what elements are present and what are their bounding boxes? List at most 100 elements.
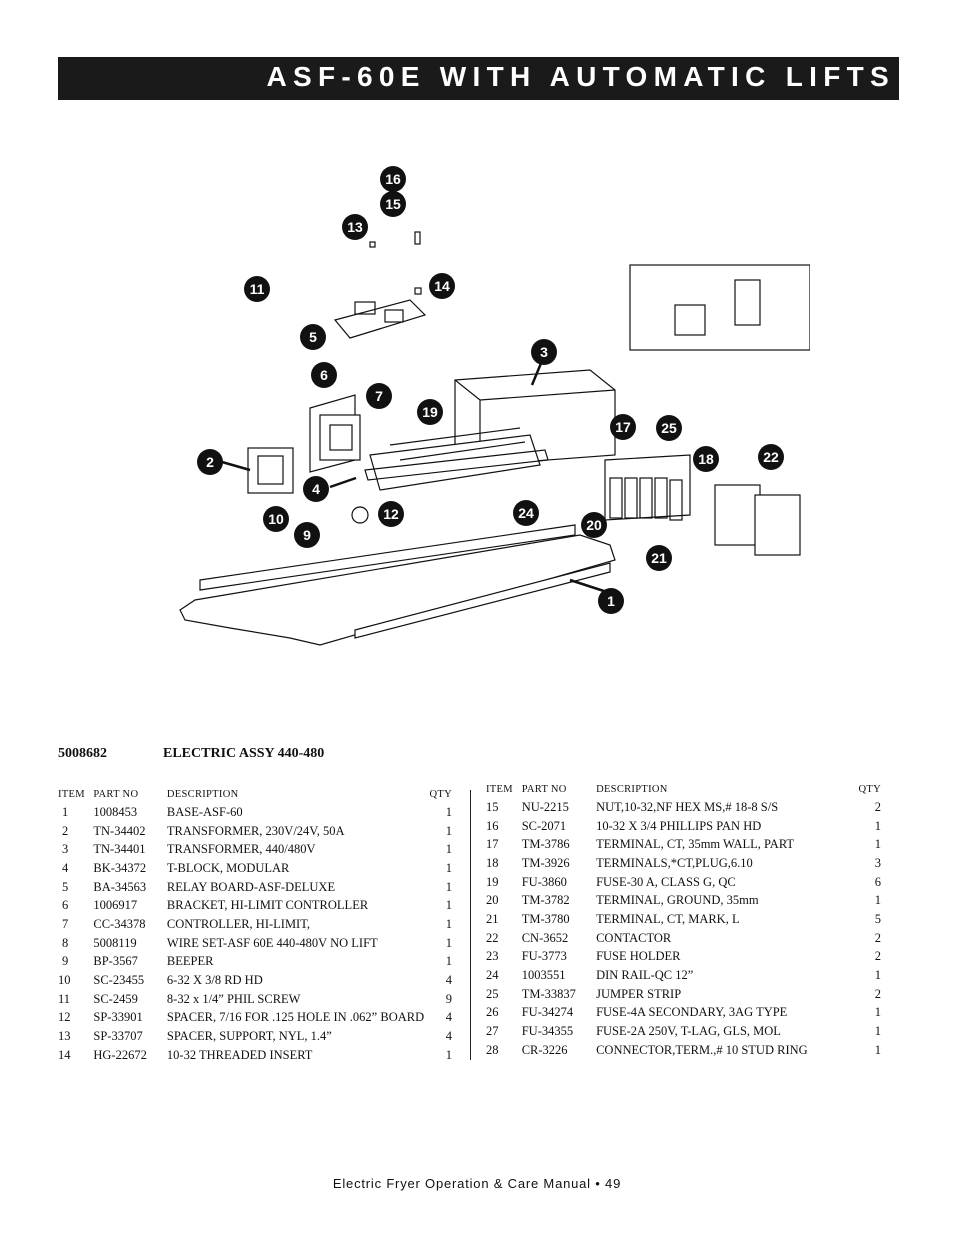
cell-qty: 1 bbox=[445, 954, 452, 969]
cell-item: 20 bbox=[486, 893, 499, 908]
cell-item: 3 bbox=[62, 842, 69, 857]
cell-item: 18 bbox=[486, 855, 499, 870]
svg-text:16: 16 bbox=[385, 171, 401, 187]
cell-part-no: 1003551 bbox=[521, 968, 566, 983]
svg-text:3: 3 bbox=[540, 344, 548, 360]
callout-2: 2 bbox=[197, 449, 223, 475]
cell-part-no: SP-33707 bbox=[93, 1029, 143, 1044]
svg-text:17: 17 bbox=[615, 419, 631, 435]
cell-qty: 4 bbox=[445, 1029, 452, 1044]
cell-description: CONTROLLER, HI-LIMIT, bbox=[166, 916, 311, 931]
cell-description: DIN RAIL-QC 12” bbox=[596, 968, 694, 983]
cell-part-no: FU-3773 bbox=[521, 949, 567, 964]
cell-part-no: SP-33901 bbox=[93, 1010, 143, 1025]
cell-item: 12 bbox=[58, 1010, 71, 1025]
table-row: 13 SP-33707 SPACER, SUPPORT, NYL, 1.4” 4 bbox=[58, 1027, 452, 1046]
cell-item: 25 bbox=[486, 986, 499, 1001]
cell-part-no: TM-3782 bbox=[521, 893, 570, 908]
cell-part-no: HG-22672 bbox=[93, 1047, 147, 1062]
svg-text:6: 6 bbox=[320, 367, 328, 383]
cell-part-no: 5008119 bbox=[93, 935, 137, 950]
cell-part-no: 1006917 bbox=[93, 898, 138, 913]
cell-part-no: TM-3786 bbox=[521, 837, 570, 852]
svg-text:20: 20 bbox=[586, 517, 602, 533]
callout-7: 7 bbox=[366, 383, 392, 409]
callout-6: 6 bbox=[311, 362, 337, 388]
cell-description: FUSE-4A SECONDARY, 3AG TYPE bbox=[596, 1005, 788, 1020]
cell-part-no: BP-3567 bbox=[93, 954, 138, 969]
page-footer: Electric Fryer Operation & Care Manual •… bbox=[332, 1176, 622, 1191]
cell-description: SPACER, SUPPORT, NYL, 1.4” bbox=[166, 1029, 332, 1044]
callout-18: 18 bbox=[693, 446, 719, 472]
cell-item: 8 bbox=[62, 935, 69, 950]
callout-21: 21 bbox=[646, 545, 672, 571]
cell-description: TERMINAL, CT, 35mm WALL, PART bbox=[596, 837, 795, 852]
callout-4: 4 bbox=[303, 476, 329, 502]
cell-qty: 6 bbox=[874, 874, 881, 889]
svg-text:4: 4 bbox=[312, 481, 320, 497]
callout-13: 13 bbox=[342, 214, 368, 240]
cell-item: 21 bbox=[486, 911, 499, 926]
cell-qty: 1 bbox=[445, 860, 452, 875]
cell-qty: 1 bbox=[874, 818, 881, 833]
cell-part-no: NU-2215 bbox=[521, 799, 569, 814]
cell-description: BRACKET, HI-LIMIT CONTROLLER bbox=[166, 898, 369, 913]
callout-11: 11 bbox=[244, 276, 270, 302]
cell-item: 26 bbox=[486, 1005, 499, 1020]
cell-description: T-BLOCK, MODULAR bbox=[166, 860, 290, 875]
cell-item: 11 bbox=[58, 991, 71, 1006]
svg-text:5: 5 bbox=[309, 329, 317, 345]
cell-description: FUSE-2A 250V, T-LAG, GLS, MOL bbox=[596, 1024, 781, 1039]
cell-description: TERMINALS,*CT,PLUG,6.10 bbox=[596, 855, 753, 870]
cell-qty: 4 bbox=[445, 1010, 452, 1025]
cell-part-no: CR-3226 bbox=[521, 1042, 568, 1057]
cell-item: 13 bbox=[58, 1029, 71, 1044]
cell-item: 23 bbox=[486, 949, 499, 964]
cell-part-no: 1008453 bbox=[93, 804, 138, 819]
svg-text:10: 10 bbox=[268, 511, 284, 527]
cell-description: 10-32 X 3/4 PHILLIPS PAN HD bbox=[596, 818, 762, 833]
cell-item: 1 bbox=[62, 804, 69, 819]
cell-description: FUSE-30 A, CLASS G, QC bbox=[596, 874, 736, 889]
cell-description: TRANSFORMER, 440/480V bbox=[166, 842, 316, 857]
cell-qty: 1 bbox=[445, 879, 452, 894]
cell-item: 4 bbox=[62, 860, 69, 875]
cell-qty: 9 bbox=[445, 991, 452, 1006]
header-item: ITEM bbox=[486, 783, 513, 795]
svg-text:2: 2 bbox=[206, 454, 214, 470]
callout-9: 9 bbox=[294, 522, 320, 548]
svg-text:13: 13 bbox=[347, 219, 363, 235]
cell-description: CONTACTOR bbox=[596, 930, 672, 945]
callout-14: 14 bbox=[429, 273, 455, 299]
svg-text:7: 7 bbox=[375, 388, 383, 404]
cell-qty: 1 bbox=[874, 1005, 881, 1020]
cell-description: 8-32 x 1/4” PHIL SCREW bbox=[166, 991, 301, 1006]
assembly-number: 5008682 bbox=[58, 746, 107, 761]
cell-description: TRANSFORMER, 230V/24V, 50A bbox=[166, 823, 345, 838]
cell-qty: 1 bbox=[874, 1024, 881, 1039]
cell-description: JUMPER STRIP bbox=[596, 986, 682, 1001]
cell-item: 24 bbox=[486, 968, 499, 983]
callout-25: 25 bbox=[656, 415, 682, 441]
header-qty: QTY bbox=[858, 783, 881, 795]
cell-item: 16 bbox=[486, 818, 499, 833]
cell-item: 14 bbox=[58, 1047, 71, 1062]
cell-part-no: TN-34402 bbox=[93, 823, 146, 838]
cell-description: 6-32 X 3/8 RD HD bbox=[166, 973, 263, 988]
